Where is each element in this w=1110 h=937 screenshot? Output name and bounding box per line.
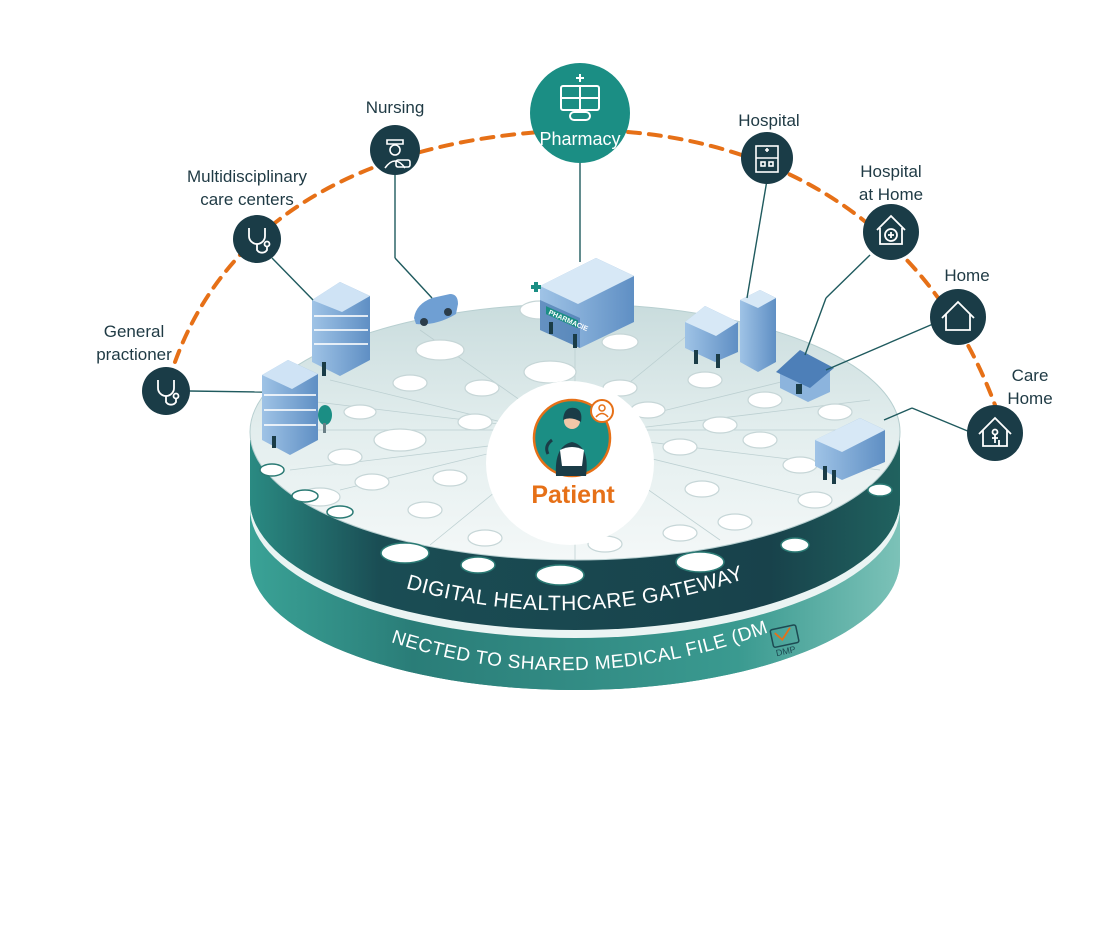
patient-label: Patient — [531, 481, 615, 509]
care-home-building — [815, 418, 885, 480]
dmp-logo-icon: DMP — [769, 624, 800, 658]
pharmacy-icon — [560, 74, 600, 121]
node-general-practioner[interactable] — [142, 367, 190, 415]
hospital-building — [685, 290, 776, 372]
care-center-building — [312, 282, 370, 376]
ambulance-car — [414, 294, 458, 326]
patient-avatar — [532, 398, 612, 478]
node-hospital[interactable] — [741, 132, 793, 184]
connector-lines — [188, 160, 971, 433]
stethoscope-icon — [248, 228, 271, 254]
stethoscope-icon — [157, 380, 180, 406]
node-nursing[interactable] — [370, 125, 420, 175]
node-care-centers[interactable] — [233, 215, 281, 263]
house-icon — [941, 300, 975, 331]
node-home[interactable] — [930, 289, 986, 345]
label-pharmacy: Pharmacy — [539, 129, 620, 149]
label-hospital: Hospital — [738, 111, 799, 130]
node-pharmacy[interactable] — [530, 63, 630, 163]
patient-hub[interactable]: Patient — [486, 381, 654, 545]
nurse-icon — [384, 139, 411, 169]
user-icon — [590, 399, 614, 423]
node-hospital-at-home[interactable] — [863, 204, 919, 260]
label-nursing: Nursing — [366, 98, 425, 117]
hospital-icon — [755, 145, 779, 173]
pharmacy-building: PHARMACIE — [531, 258, 634, 348]
house-heart-icon — [876, 214, 906, 245]
scene-buildings: PHARMACIE — [262, 258, 885, 484]
node-care-home[interactable] — [967, 405, 1023, 461]
svg-text:DMP: DMP — [775, 644, 797, 658]
gp-building — [262, 360, 332, 455]
label-home: Home — [944, 266, 989, 285]
house-building — [776, 350, 834, 402]
elderly-house-icon — [978, 416, 1012, 447]
